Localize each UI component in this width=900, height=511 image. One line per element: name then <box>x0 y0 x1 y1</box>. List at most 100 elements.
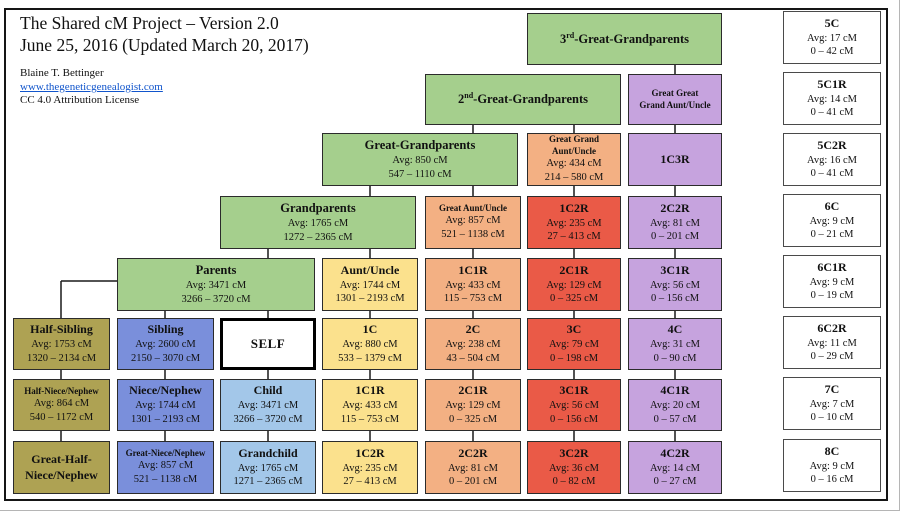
node-1c2r-upper: 1C2R Avg: 235 cM 27 – 413 cM <box>527 196 621 249</box>
node-avg: Avg: 3471 cM <box>237 400 299 412</box>
node-avg: Avg: 56 cM <box>549 400 599 412</box>
node-range: 0 – 29 cM <box>810 351 854 363</box>
node-label: 7C <box>824 381 840 396</box>
node-avg: Avg: 129 cM <box>445 400 501 412</box>
node-label: 5C <box>824 15 840 30</box>
node-label: 1C2R <box>355 445 385 460</box>
node-label: 6C1R <box>817 259 847 274</box>
node-range: 0 – 198 cM <box>549 352 599 364</box>
node-range: 1301 – 2193 cM <box>130 413 201 425</box>
author-name: Blaine T. Bettinger <box>20 67 104 80</box>
node-label: Parents <box>195 263 237 278</box>
node-avg: Avg: 433 cM <box>342 400 398 412</box>
node-avg: Avg: 235 cM <box>342 462 398 474</box>
node-5c1r: 5C1R Avg: 14 cM 0 – 41 cM <box>783 72 881 125</box>
node-avg: Avg: 1765 cM <box>237 462 299 474</box>
node-avg: Avg: 20 cM <box>650 400 700 412</box>
node-label: 3C1R <box>559 383 589 398</box>
node-range: 214 – 580 cM <box>544 171 604 183</box>
node-range: 0 – 325 cM <box>549 293 599 305</box>
node-label: Half-Sibling <box>30 322 93 337</box>
node-range: 521 – 1138 cM <box>133 474 198 486</box>
node-avg: Avg: 880 cM <box>342 339 398 351</box>
node-label: Grandparents <box>280 201 356 216</box>
node-label: 1C1R <box>458 262 488 277</box>
node-avg: Avg: 79 cM <box>549 339 599 351</box>
node-label: 1C3R <box>660 151 690 166</box>
node-range: 0 – 41 cM <box>810 107 854 119</box>
node-avg: Avg: 14 cM <box>650 462 700 474</box>
node-avg: Avg: 1765 cM <box>287 217 349 229</box>
chart-outer-border <box>4 8 888 501</box>
node-avg: Avg: 14 cM <box>807 93 857 105</box>
node-label: 2C1R <box>559 262 589 277</box>
node-avg: Avg: 857 cM <box>445 215 501 227</box>
node-range: 0 – 201 cM <box>650 231 700 243</box>
node-1c3r: 1C3R <box>628 133 722 186</box>
node-2nd-great-grandparents: 2nd-Great-Grandparents <box>425 74 621 125</box>
node-range: 1272 – 2365 cM <box>283 231 353 243</box>
node-label: 2C2R <box>660 200 690 215</box>
node-avg: Avg: 7 cM <box>809 398 855 410</box>
node-label: 1C <box>362 322 378 337</box>
node-label: 2C2R <box>458 445 488 460</box>
node-range: 0 – 82 cM <box>552 476 596 488</box>
node-avg: Avg: 9 cM <box>809 460 855 472</box>
node-range: 27 – 413 cM <box>547 231 601 243</box>
node-range: 0 – 16 cM <box>810 474 854 486</box>
node-label: SELF <box>250 336 286 352</box>
node-avg: Avg: 36 cM <box>549 462 599 474</box>
node-3c1r-upper: 3C1R Avg: 56 cM 0 – 156 cM <box>628 258 722 311</box>
node-avg: Avg: 9 cM <box>809 276 855 288</box>
license-text: CC 4.0 Attribution License <box>20 94 140 107</box>
node-avg: Avg: 56 cM <box>650 279 700 291</box>
node-label: Grandchild <box>238 445 298 460</box>
node-avg: Avg: 81 cM <box>448 462 498 474</box>
node-label: 1C2R <box>559 200 589 215</box>
node-label: Aunt/Uncle <box>340 262 400 277</box>
node-label: 2C1R <box>458 383 488 398</box>
node-self: SELF <box>220 318 316 370</box>
node-avg: Avg: 1744 cM <box>339 279 401 291</box>
node-avg: Avg: 235 cM <box>546 217 602 229</box>
node-range: 0 – 90 cM <box>653 352 697 364</box>
node-label: 6C <box>824 198 840 213</box>
node-range: 115 – 753 cM <box>340 413 400 425</box>
node-range: 0 – 201 cM <box>448 476 498 488</box>
node-range: 0 – 156 cM <box>650 293 700 305</box>
node-label: 3C1R <box>660 262 690 277</box>
node-label: 4C <box>667 322 683 337</box>
node-range: 3266 – 3720 cM <box>233 413 303 425</box>
node-label: 3C <box>566 322 582 337</box>
node-range: 0 – 41 cM <box>810 168 854 180</box>
node-label: 5C1R <box>817 76 847 91</box>
node-label: Great-Half-Niece/Nephew <box>25 451 98 482</box>
author-website-link[interactable]: www.thegeneticgenealogist.com <box>20 80 163 93</box>
node-label: Half-Niece/Nephew <box>24 385 99 396</box>
node-avg: Avg: 17 cM <box>807 32 857 44</box>
node-range: 0 – 156 cM <box>549 413 599 425</box>
